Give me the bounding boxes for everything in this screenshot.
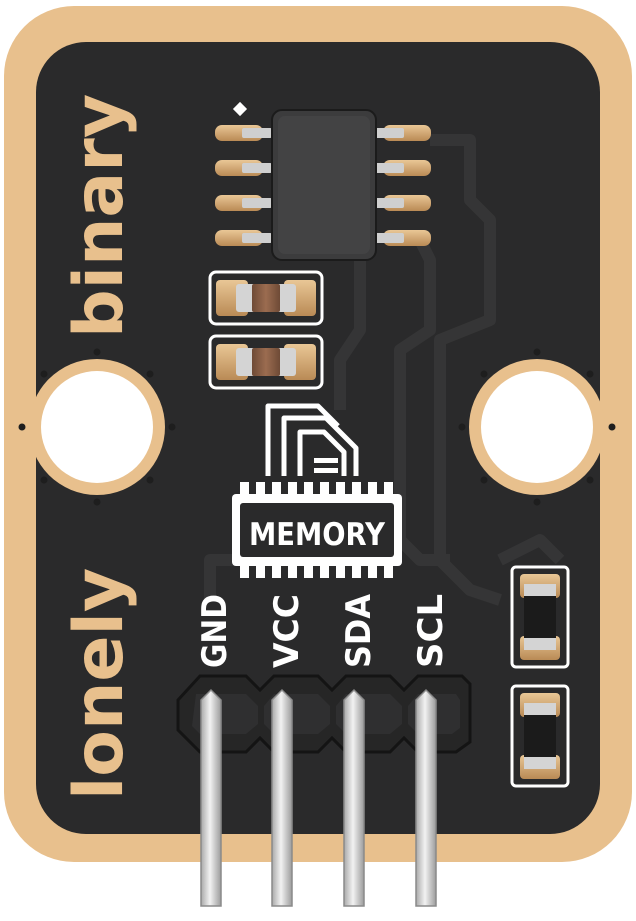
pcb-face [36,42,600,834]
resistor-1 [510,565,570,669]
pcb-traces [204,134,565,606]
pin-label-scl: SCL [411,594,451,668]
capacitor-2 [208,334,324,390]
memory-chip-icon: MEMORY [232,482,402,578]
capacitor-1 [208,270,324,326]
pin-label-sda: SDA [339,593,379,668]
pin-label-gnd: GND [195,594,235,668]
ic-leads [242,128,404,243]
sd-card-icon [265,403,359,476]
pin-label-vcc: VCC [267,594,307,668]
resistor-2 [510,684,570,788]
header-pins [200,688,437,907]
mounting-hole-left-icon [18,348,176,506]
chip-label: MEMORY [249,517,385,553]
brand-binary: binary [60,94,139,338]
mounting-hole-right-icon [458,348,616,506]
brand-lonely: lonely [60,568,139,800]
pin-header [176,674,472,754]
